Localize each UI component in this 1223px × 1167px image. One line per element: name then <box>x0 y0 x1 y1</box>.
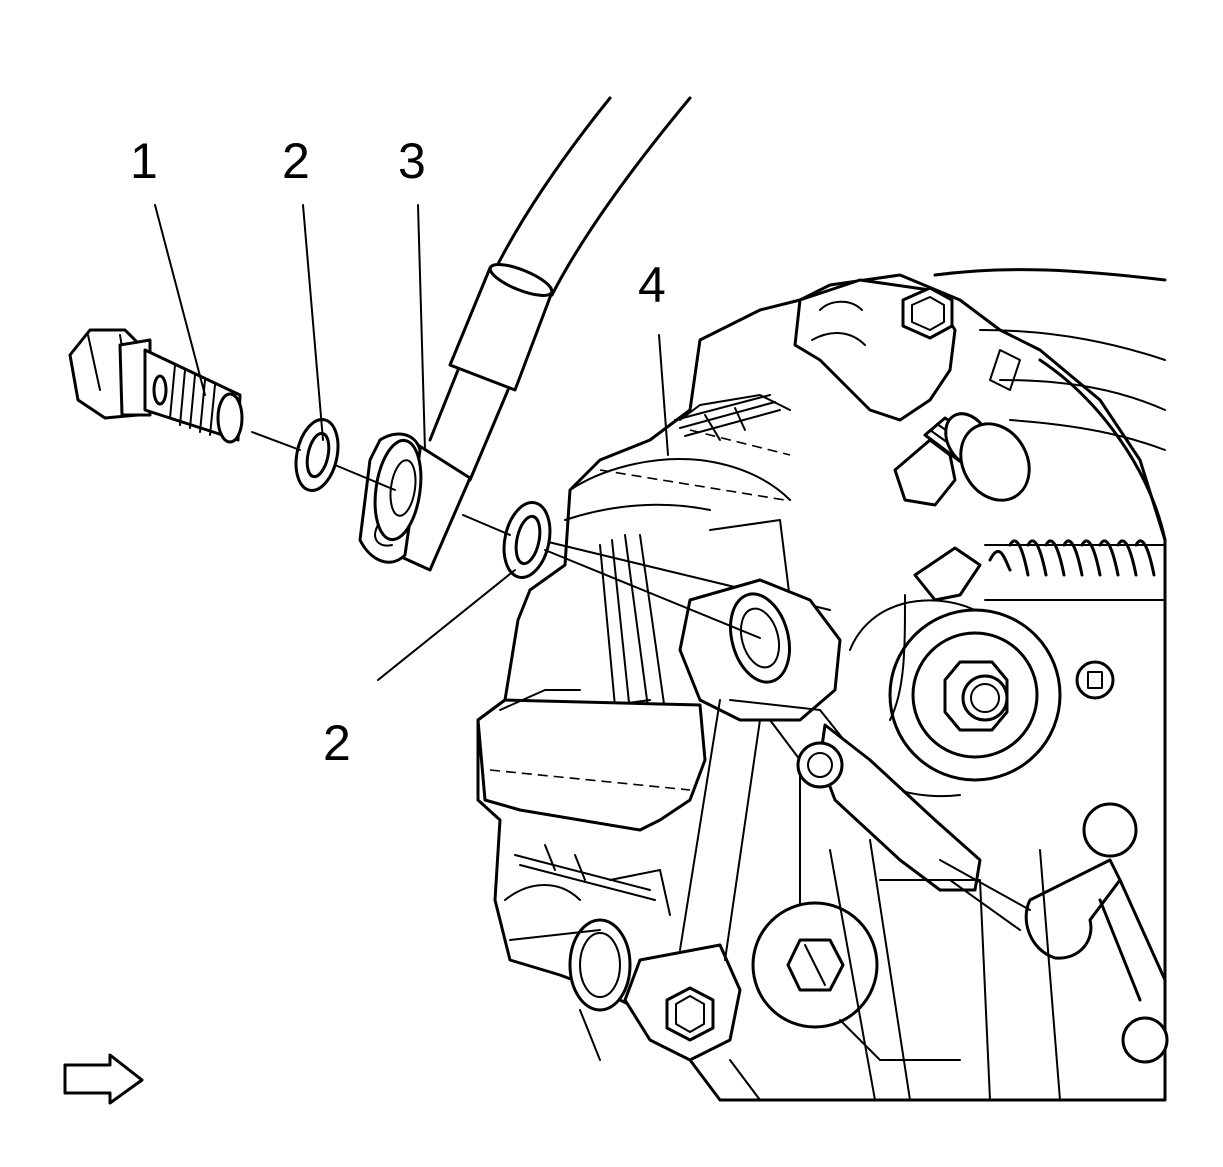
parking-brake-hub <box>844 599 1062 798</box>
callout-2-upper: 2 <box>282 133 310 189</box>
return-spring <box>984 539 1166 601</box>
banjo-seat <box>678 578 842 722</box>
callout-4: 4 <box>638 257 666 313</box>
pad-spring-clip <box>674 394 781 441</box>
callout-1: 1 <box>130 133 158 189</box>
torx-screw <box>1075 660 1115 700</box>
bleeder-valve <box>893 412 1031 507</box>
hose-fitting <box>358 432 472 572</box>
lower-clip <box>514 844 671 916</box>
washer-outer <box>294 418 340 492</box>
callout-2-lower: 2 <box>323 715 351 771</box>
brake-hose <box>428 96 692 482</box>
right-arrow-icon <box>63 1053 144 1105</box>
alignment-lines <box>251 431 761 639</box>
caliper-assembly <box>476 268 1169 1102</box>
hose-sleeve <box>448 263 554 392</box>
banjo-bolt <box>68 328 244 444</box>
washer-inner <box>502 501 552 579</box>
callout-3: 3 <box>398 133 426 189</box>
leader-lines <box>154 204 669 681</box>
